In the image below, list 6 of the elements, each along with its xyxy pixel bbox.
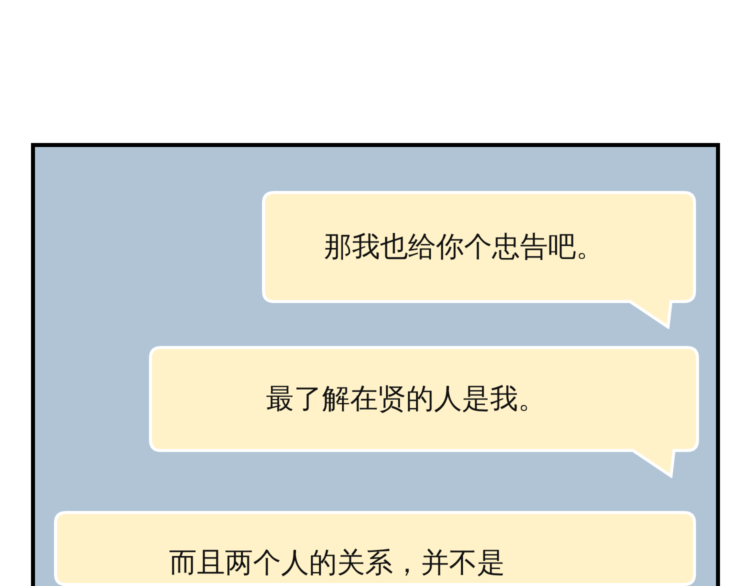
speech-bubble [149, 346, 699, 478]
speech-bubble [54, 511, 696, 586]
speech-bubble [262, 191, 696, 329]
speech-text: 最了解在贤的人是我。 [266, 383, 546, 415]
speech-text: 那我也给你个忠告吧。 [324, 231, 604, 263]
speech-text: 而且两个人的关系，并不是 [169, 547, 505, 579]
